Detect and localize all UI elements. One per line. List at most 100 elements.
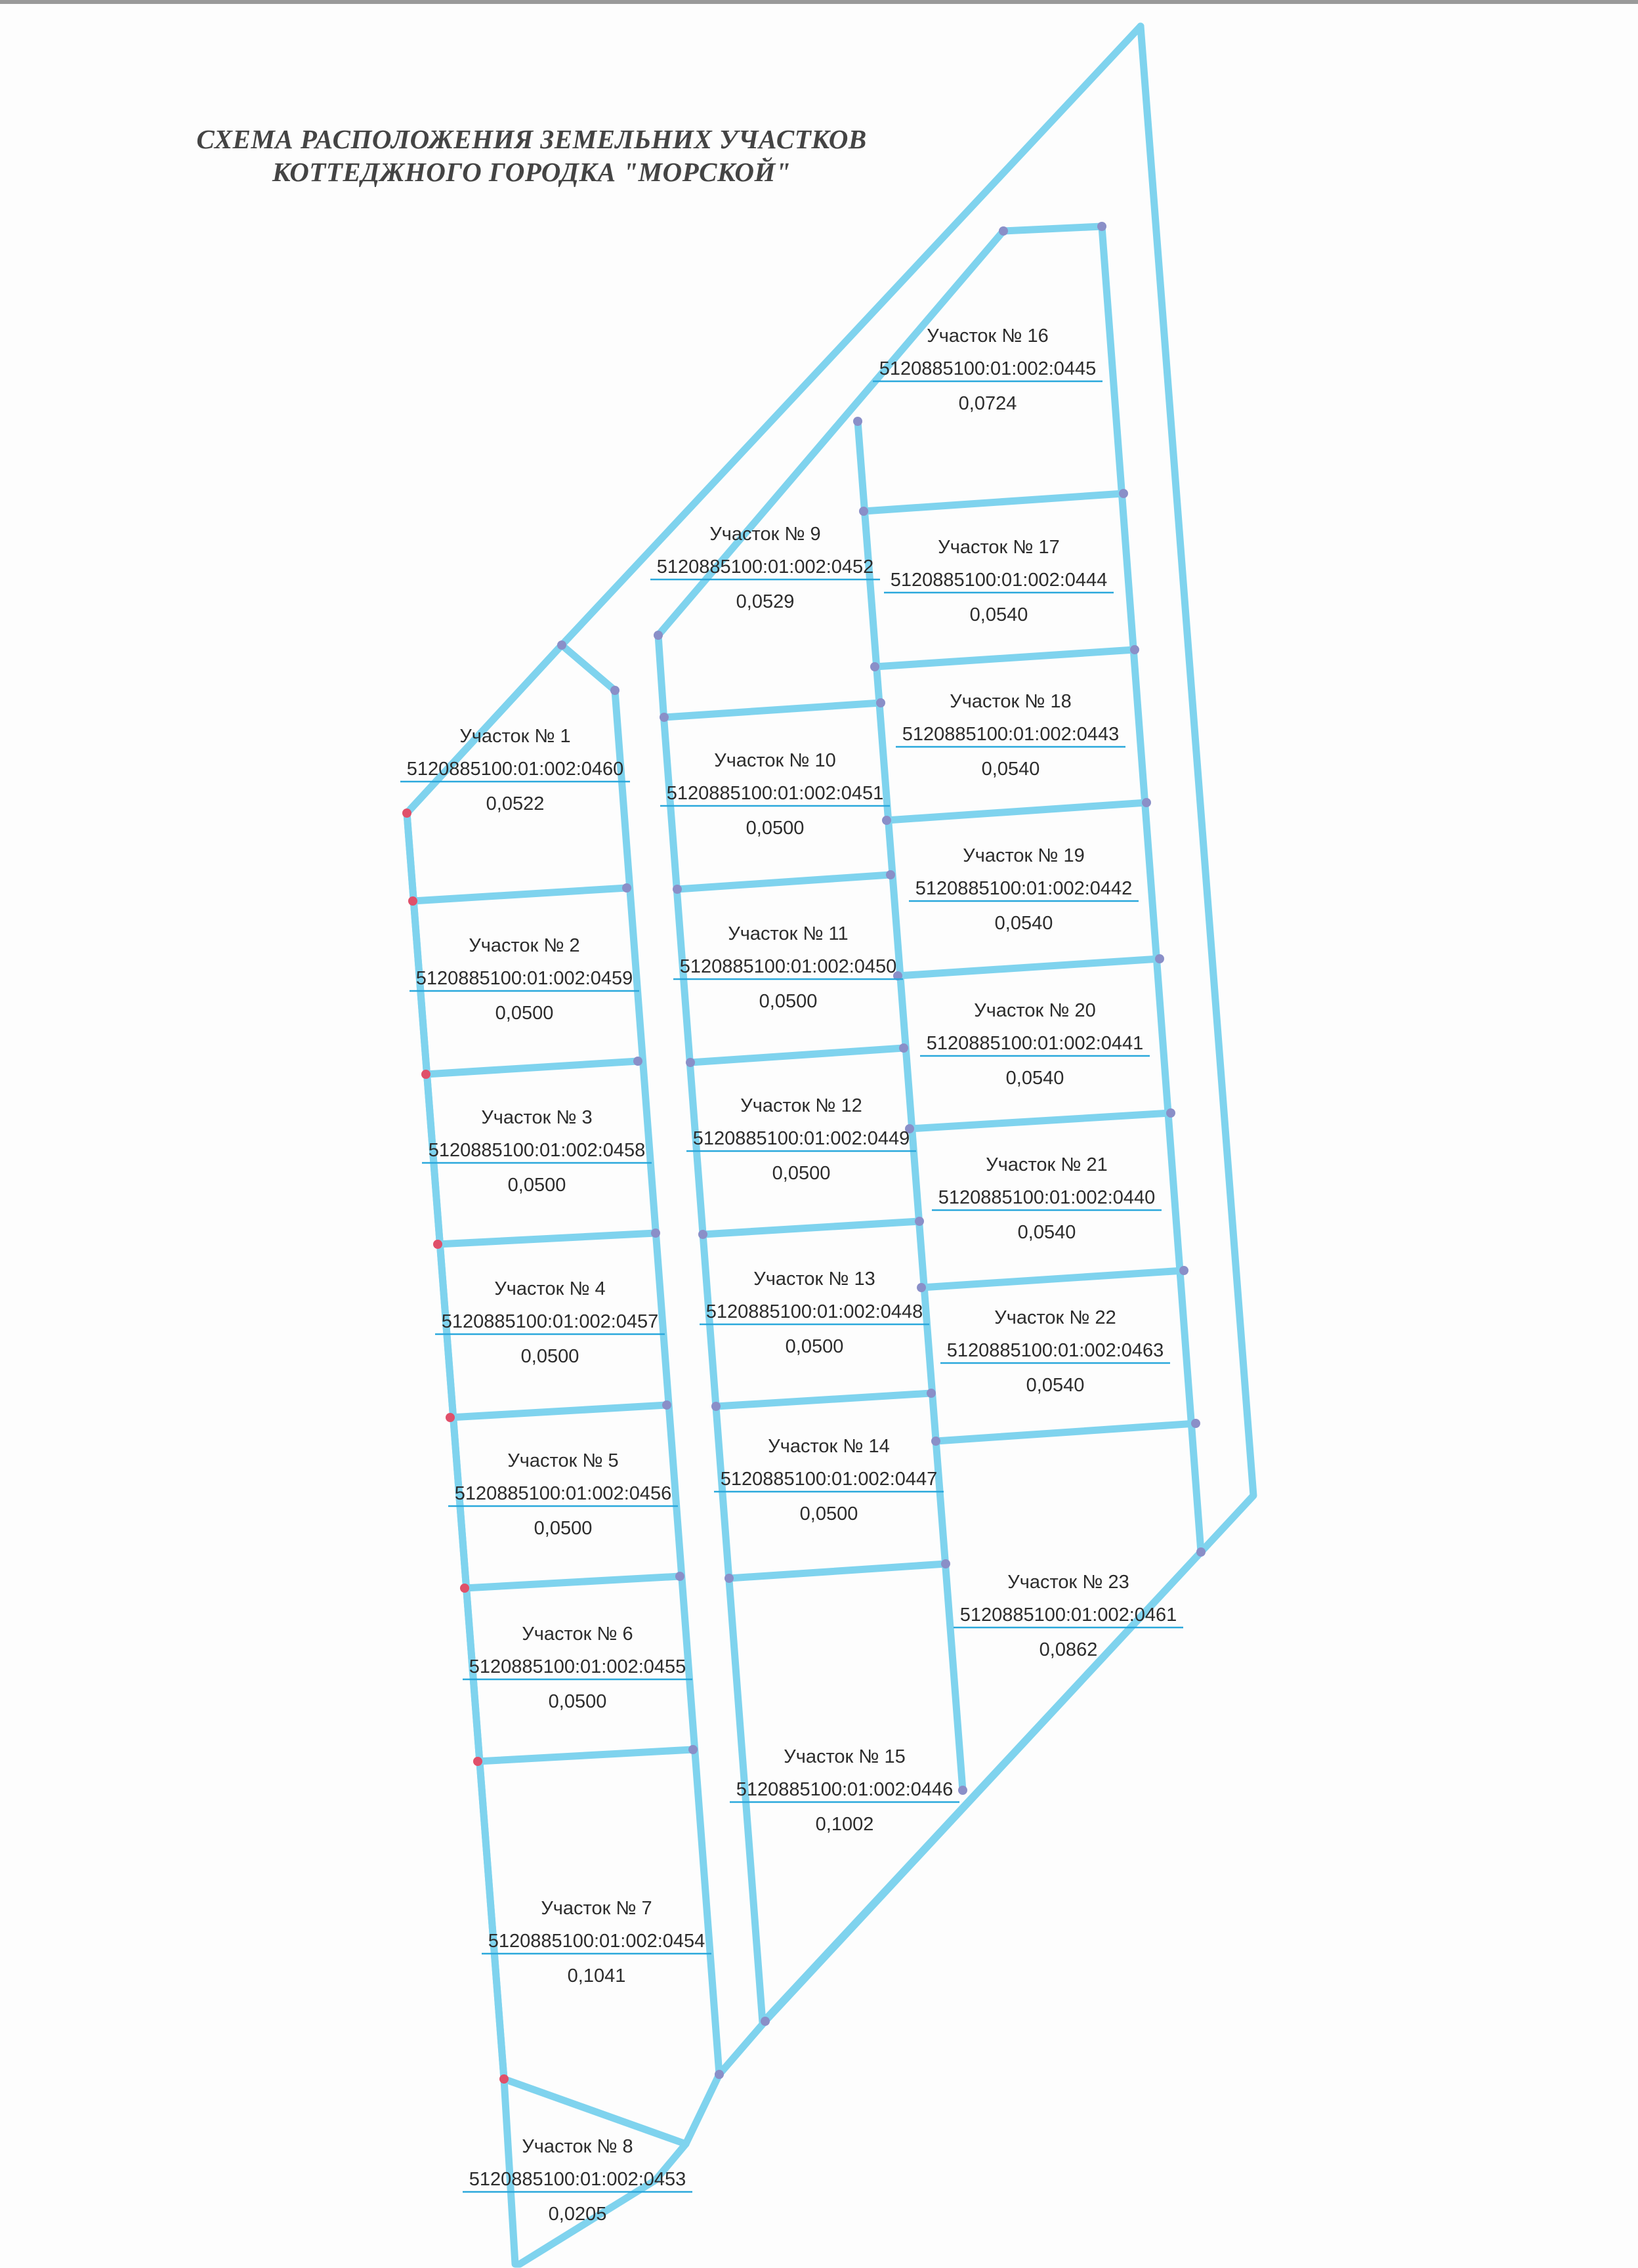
boundary-point-red [473, 1757, 482, 1766]
boundary-point [886, 870, 895, 879]
plot-1-roof-right [558, 641, 619, 694]
boundary-point [1166, 1108, 1175, 1118]
plot-area: 0,0500 [508, 1175, 566, 1196]
boundary-point [931, 1437, 940, 1446]
plot-name: Участок № 2 [469, 935, 579, 956]
right-divider-1 [860, 490, 1127, 515]
plot-name: Участок № 11 [728, 923, 848, 944]
plot-name: Участок № 16 [927, 326, 1048, 346]
plot-name: Участок № 5 [507, 1450, 618, 1471]
boundary-point-red [446, 1413, 455, 1422]
middle-divider-2 [673, 871, 894, 893]
plot-area: 0,0522 [486, 793, 545, 814]
boundary-point-red [408, 896, 417, 906]
plot-area: 0,0500 [746, 818, 805, 839]
boundary-point [688, 1745, 698, 1754]
boundary-point [675, 1572, 684, 1581]
boundary-point [651, 1228, 660, 1238]
plot-cadastral-number: 5120885100:01:002:0441 [927, 1033, 1144, 1054]
plot-name: Участок № 3 [481, 1107, 592, 1128]
boundary-point [673, 885, 682, 894]
plot-cadastral-number: 5120885100:01:002:0452 [657, 556, 874, 578]
plot-area: 0,0500 [759, 991, 818, 1012]
boundary-point [557, 640, 566, 650]
plot-cadastral-number: 5120885100:01:002:0442 [915, 878, 1133, 899]
plot-1-roof-left [403, 641, 566, 817]
plot-area: 0,0500 [786, 1336, 844, 1357]
boundary-point [761, 2017, 770, 2026]
boundary-point [660, 713, 669, 722]
middle-divider-6 [725, 1560, 950, 1582]
boundary-point [610, 686, 620, 695]
left-column-right-edge [611, 686, 723, 2078]
left-divider-2 [422, 1057, 642, 1078]
plot-area: 0,0529 [736, 591, 795, 612]
map-title-line-1: СХЕМА РАСПОЛОЖЕНИЯ ЗЕМЕЛЬНИХ УЧАСТКОВ [196, 124, 867, 154]
plot-area: 0,0540 [982, 759, 1040, 780]
boundary-point [1191, 1419, 1200, 1428]
boundary-point [622, 883, 631, 892]
plot-cadastral-number: 5120885100:01:002:0453 [469, 2169, 686, 2190]
boundary-point [999, 226, 1008, 236]
plot-cadastral-number: 5120885100:01:002:0440 [938, 1187, 1156, 1208]
boundary-point [715, 2070, 724, 2079]
boundary-point [1196, 1547, 1206, 1557]
boundary-point [1142, 798, 1151, 807]
plot-cadastral-number: 5120885100:01:002:0463 [947, 1340, 1164, 1361]
boundary-point [927, 1389, 936, 1398]
plot-name: Участок № 15 [784, 1746, 905, 1767]
middle-divider-1 [660, 699, 885, 721]
plot-name: Участок № 23 [1007, 1572, 1129, 1593]
plot-name: Участок № 8 [522, 2136, 633, 2157]
boundary-point [654, 631, 663, 640]
boundary-point [915, 1217, 924, 1226]
plot-label-16: Участок № 16 5120885100:01:002:0445 0,0724 [873, 326, 1102, 414]
plot-area: 0,0540 [1026, 1375, 1085, 1396]
scan-edge-line [0, 0, 1638, 4]
plot-name: Участок № 12 [740, 1095, 862, 1116]
plot-area: 0,0500 [772, 1163, 831, 1184]
plot-cadastral-number: 5120885100:01:002:0445 [879, 358, 1097, 379]
boundary-point-red [433, 1240, 442, 1249]
plot-area: 0,0500 [521, 1346, 579, 1367]
boundary-point [1097, 222, 1106, 231]
boundary-point [941, 1559, 950, 1568]
boundary-point [870, 662, 879, 671]
plot-name: Участок № 14 [768, 1436, 889, 1457]
boundary-point-red [421, 1070, 430, 1079]
boundary-point-red [460, 1584, 469, 1593]
plot-area: 0,0540 [1006, 1068, 1064, 1089]
plot-cadastral-number: 5120885100:01:002:0457 [442, 1311, 659, 1332]
plot-name: Участок № 17 [938, 537, 1059, 558]
plot-name: Участок № 18 [950, 691, 1071, 712]
map-title-line-2: КОТТЕДЖНОГО ГОРОДКА "МОРСКОЙ" [272, 157, 791, 187]
boundary-point [711, 1402, 721, 1411]
plot-area: 0,0724 [959, 393, 1017, 414]
plot-area: 0,0862 [1040, 1639, 1098, 1660]
plot-cadastral-number: 5120885100:01:002:0459 [416, 968, 633, 989]
plot-name: Участок № 7 [541, 1898, 652, 1919]
middle-right-edge [854, 417, 967, 1794]
boundary-point [917, 1283, 926, 1292]
plot-name: Участок № 21 [986, 1154, 1107, 1175]
plot-cadastral-number: 5120885100:01:002:0449 [693, 1128, 910, 1149]
middle-divider-3 [686, 1044, 908, 1066]
plot-cadastral-number: 5120885100:01:002:0458 [429, 1140, 646, 1161]
left-divider-3 [434, 1229, 660, 1248]
right-divider-3 [883, 799, 1150, 824]
plot-label-12: Участок № 12 5120885100:01:002:0449 0,0500 [686, 1095, 916, 1184]
boundary-point-red [402, 808, 411, 818]
